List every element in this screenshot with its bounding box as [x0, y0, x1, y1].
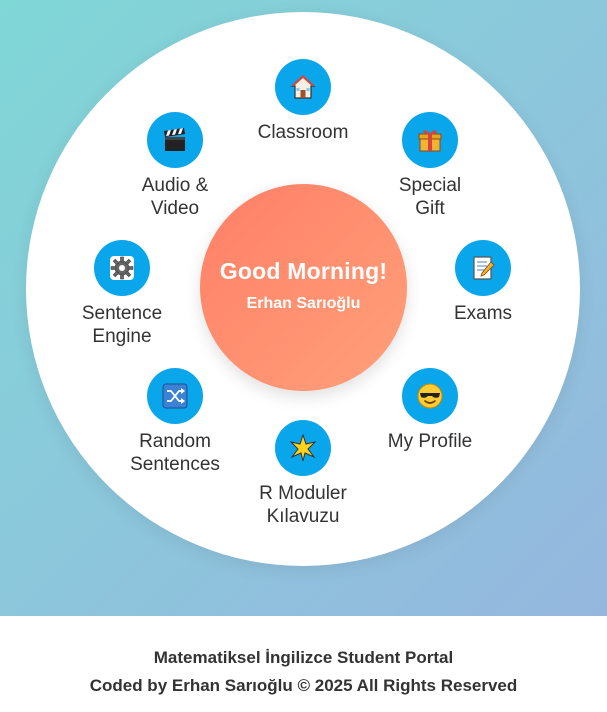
gift-icon	[402, 112, 458, 168]
label-line1: Sentence	[81, 303, 163, 324]
page-footer: Matematiksel İngilizce Student Portal Co…	[0, 616, 607, 712]
menu-item-label: R Moduler Kılavuzu	[243, 482, 363, 528]
menu-item-special-gift[interactable]: Special Gift	[370, 112, 490, 220]
menu-item-classroom[interactable]: Classroom	[243, 59, 363, 144]
footer-portal-name: Matematiksel İngilizce Student Portal	[153, 648, 454, 667]
label-line1: Special	[398, 175, 462, 196]
label-line2: Gift	[415, 198, 445, 219]
menu-item-label: Sentence Engine	[62, 302, 182, 348]
greeting-title: Good Morning!	[219, 258, 388, 284]
menu-item-label: Audio & Video	[115, 174, 235, 220]
footer-copyright: Coded by Erhan Sarıoğlu © 2025 All Right…	[89, 676, 518, 695]
menu-item-label: My Profile	[387, 431, 473, 452]
menu-item-sentence-engine[interactable]: Sentence Engine	[62, 240, 182, 348]
label-line1: R Moduler	[259, 483, 347, 504]
label-line2: Sentences	[130, 454, 220, 475]
hero-background: Good Morning! Erhan Sarıoğlu Classroom	[0, 0, 607, 616]
menu-item-my-profile[interactable]: My Profile	[370, 368, 490, 453]
label-line2: Engine	[92, 326, 152, 347]
shuffle-icon	[147, 368, 203, 424]
house-icon	[275, 59, 331, 115]
menu-item-r-moduler[interactable]: R Moduler Kılavuzu	[243, 420, 363, 528]
menu-item-exams[interactable]: Exams	[423, 240, 543, 325]
memo-icon	[455, 240, 511, 296]
gear-icon	[94, 240, 150, 296]
label-line1: Audio &	[141, 175, 209, 196]
menu-item-label: Exams	[453, 303, 513, 324]
menu-item-audio-video[interactable]: Audio & Video	[115, 112, 235, 220]
greeting-user-name: Erhan Sarıoğlu	[246, 295, 361, 312]
menu-item-label: Special Gift	[370, 174, 490, 220]
menu-item-random-sentences[interactable]: Random Sentences	[115, 368, 235, 476]
label-line2: Video	[150, 198, 200, 219]
label-line1: Random	[139, 431, 211, 452]
sunglasses-face-icon	[402, 368, 458, 424]
label-line2: Kılavuzu	[266, 506, 340, 527]
menu-item-label: Random Sentences	[115, 430, 235, 476]
menu-item-label: Classroom	[257, 122, 349, 143]
clapper-board-icon	[147, 112, 203, 168]
star-burst-icon	[275, 420, 331, 476]
greeting-circle: Good Morning! Erhan Sarıoğlu	[200, 184, 407, 391]
